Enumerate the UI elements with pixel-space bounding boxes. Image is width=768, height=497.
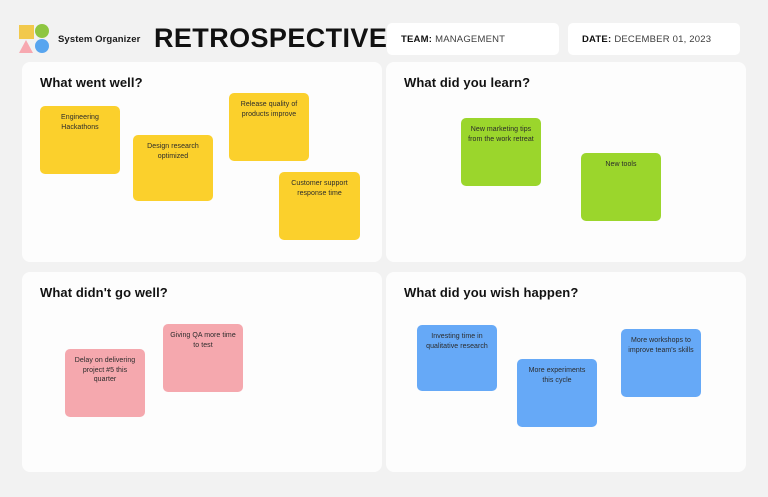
sticky-note[interactable]: More workshops to improve team's skills — [621, 329, 701, 397]
blue-circle-icon — [35, 39, 49, 53]
quadrant-learn: What did you learn? — [386, 62, 746, 262]
brand-name-label: System Organizer — [58, 33, 141, 45]
team-info-box: TEAM: MANAGEMENT — [387, 23, 559, 55]
system-organizer-logo-icon — [19, 24, 51, 54]
sticky-note[interactable]: Investing time in qualitative research — [417, 325, 497, 391]
sticky-note[interactable]: Giving QA more time to test — [163, 324, 243, 392]
sticky-note[interactable]: Customer support response time — [279, 172, 360, 240]
sticky-note[interactable]: More experiments this cycle — [517, 359, 597, 427]
pink-triangle-icon — [19, 40, 33, 53]
green-circle-icon — [35, 24, 49, 38]
date-info-box: DATE: DECEMBER 01, 2023 — [568, 23, 740, 55]
sticky-note[interactable]: New marketing tips from the work retreat — [461, 118, 541, 186]
team-label: TEAM: — [401, 33, 433, 45]
quadrant-title-went-well: What went well? — [40, 75, 143, 90]
sticky-note[interactable]: Design research optimized — [133, 135, 213, 201]
date-value: DECEMBER 01, 2023 — [614, 33, 712, 45]
board-header: System Organizer RETROSPECTIVE TEAM: MAN… — [0, 0, 768, 62]
sticky-note[interactable]: Release quality of products improve — [229, 93, 309, 161]
page-title: RETROSPECTIVE — [154, 23, 388, 53]
sticky-note[interactable]: New tools — [581, 153, 661, 221]
quadrant-title-not-well: What didn't go well? — [40, 285, 168, 300]
team-value: MANAGEMENT — [435, 33, 506, 45]
date-label: DATE: — [582, 33, 612, 45]
yellow-square-icon — [19, 25, 34, 39]
brand-logo: System Organizer — [19, 24, 140, 54]
quadrant-title-wish: What did you wish happen? — [404, 285, 579, 300]
sticky-note[interactable]: Delay on delivering project #5 this quar… — [65, 349, 145, 417]
sticky-note[interactable]: Engineering Hackathons — [40, 106, 120, 174]
quadrant-title-learn: What did you learn? — [404, 75, 531, 90]
